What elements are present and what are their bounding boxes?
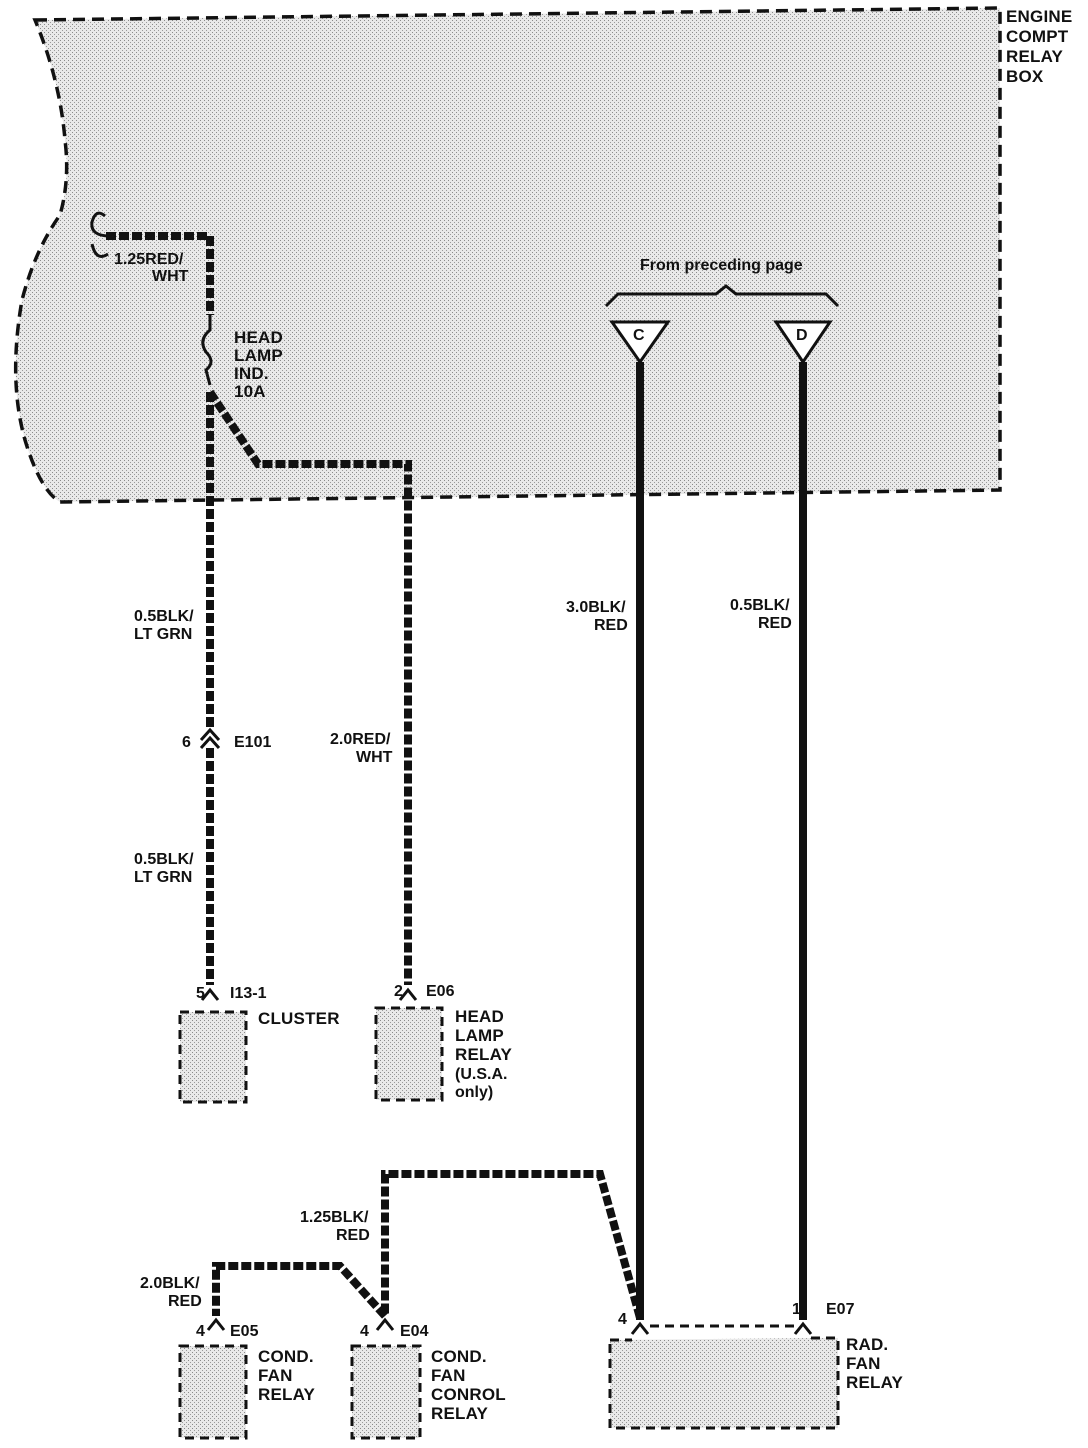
engine-relay-box-outline (13, 6, 1002, 504)
connector-e101-pin: 6 (182, 734, 191, 751)
cond-fan-relay-pin-icon (206, 1317, 226, 1331)
connector-c-label: C (633, 327, 645, 344)
fuse-label-line-1: HEAD (234, 328, 283, 347)
preceding-page-text: From preceding page (640, 257, 803, 274)
cond-fan-control-relay-pin: 4 (360, 1323, 369, 1340)
rad-fan-relay-connector: E07 (826, 1301, 855, 1318)
headlamp-relay-connector: E06 (426, 983, 455, 1000)
cond-fan-control-relay-label-3: CONROL (431, 1385, 506, 1404)
wire-c-label-1: 3.0BLK/ (566, 599, 626, 616)
headlamp-relay-label-3: RELAY (455, 1045, 513, 1064)
cluster-pin-icon (200, 987, 220, 1001)
relay-box-title: ENGINE COMPT RELAY BOX (1006, 7, 1072, 86)
wire-mid-label-2: WHT (356, 749, 393, 766)
wire-fan-control-label-2: RED (336, 1227, 370, 1244)
headlamp-relay-pin: 2 (394, 983, 403, 1000)
rad-fan-relay-pin-right-icon (793, 1321, 813, 1335)
cond-fan-control-relay-label-2: FAN (431, 1366, 466, 1385)
wire-fuse-to-headlamp-relay (206, 389, 412, 985)
wire-left-lower-label-2: LT GRN (134, 869, 192, 886)
rad-fan-relay-label-2: FAN (846, 1354, 881, 1373)
wire-fan-control-relay (381, 1170, 644, 1320)
connector-d-icon (773, 320, 833, 365)
cluster-label: CLUSTER (258, 1009, 340, 1028)
headlamp-relay-pin-icon (398, 987, 418, 1001)
cluster-connector: I13-1 (230, 985, 267, 1002)
headlamp-relay-component: 2 E06 HEAD LAMP RELAY (U.S.A. only) (374, 983, 513, 1102)
headlamp-relay-box (374, 1006, 444, 1102)
cluster-pin: 5 (196, 985, 205, 1002)
cond-fan-control-relay-box (350, 1344, 422, 1440)
connector-e101: 6 E101 (182, 727, 271, 751)
cond-fan-control-relay-connector: E04 (400, 1323, 429, 1340)
wire-left-upper-label-2: LT GRN (134, 626, 192, 643)
hook-connector-icon (90, 211, 111, 258)
cluster-box (178, 1010, 248, 1104)
wire-left-upper-label-1: 0.5BLK/ (134, 608, 194, 625)
cond-fan-relay-label-1: COND. (258, 1347, 314, 1366)
cond-fan-relay-label-2: FAN (258, 1366, 293, 1385)
rad-fan-relay-pin-left-icon (630, 1321, 650, 1335)
fuse-label-line-4: 10A (234, 382, 266, 401)
cond-fan-control-relay-pin-icon (375, 1317, 395, 1331)
headlamp-relay-label-2: LAMP (455, 1026, 504, 1045)
relay-box-title-line-4: BOX (1006, 67, 1044, 86)
headlamp-relay-label-5: only) (455, 1084, 493, 1101)
wire-left-lower-label-1: 0.5BLK/ (134, 851, 194, 868)
fuse-label-line-3: IND. (234, 364, 269, 383)
wire-fan-control-label-1: 1.25BLK/ (300, 1209, 369, 1226)
wire-cond-fan-relay (212, 1262, 388, 1319)
wire-top-left-label-2: WHT (152, 268, 189, 285)
wire-top-left (106, 232, 214, 315)
wire-d-label-2: RED (758, 615, 792, 632)
headlamp-relay-label-4: (U.S.A. (455, 1066, 507, 1083)
wire-c-label-2: RED (594, 617, 628, 634)
fuse-label: HEAD LAMP IND. 10A (234, 328, 283, 401)
cond-fan-control-relay-label-4: RELAY (431, 1404, 489, 1423)
rad-fan-relay-label-1: RAD. (846, 1335, 888, 1354)
cond-fan-relay-label-3: RELAY (258, 1385, 316, 1404)
cond-fan-relay-component: 4 E05 COND. FAN RELAY (178, 1317, 316, 1440)
cluster-component: 5 I13-1 CLUSTER (178, 985, 340, 1104)
wire-top-left-label-1: 1.25RED/ (114, 251, 184, 268)
preceding-brace-icon (604, 284, 840, 308)
wire-cond-fan-label-1: 2.0BLK/ (140, 1275, 200, 1292)
wire-d-label-1: 0.5BLK/ (730, 597, 790, 614)
cond-fan-relay-pin: 4 (196, 1323, 205, 1340)
relay-box-title-line-3: RELAY (1006, 47, 1064, 66)
connector-e101-icon (199, 727, 221, 750)
wire-mid-label-1: 2.0RED/ (330, 731, 391, 748)
rad-fan-relay-label-3: RELAY (846, 1373, 904, 1392)
cond-fan-control-relay-label-1: COND. (431, 1347, 487, 1366)
rad-fan-relay-fill (612, 1342, 836, 1426)
rad-fan-relay-pin-left: 4 (618, 1311, 627, 1328)
relay-box-title-line-2: COMPT (1006, 27, 1069, 46)
connector-d-label: D (796, 327, 808, 344)
preceding-page-reference: From preceding page C D (604, 257, 840, 365)
rad-fan-relay-pin-right: 1 (792, 1301, 801, 1318)
fuse-circuit: 1.25RED/ WHT HEAD LAMP IND. 10A (90, 211, 283, 401)
relay-box-title-line-1: ENGINE (1006, 7, 1072, 26)
connector-e101-id: E101 (234, 734, 271, 751)
cond-fan-relay-box (178, 1344, 248, 1440)
cond-fan-relay-connector: E05 (230, 1323, 259, 1340)
headlamp-relay-label-1: HEAD (455, 1007, 504, 1026)
connector-c-icon (609, 320, 671, 365)
fuse-icon (201, 315, 213, 386)
wire-cond-fan-label-2: RED (168, 1293, 202, 1310)
fuse-label-line-2: LAMP (234, 346, 283, 365)
cond-fan-control-relay-component: 4 E04 COND. FAN CONROL RELAY (350, 1317, 506, 1440)
rad-fan-relay-component: 4 1 E07 RAD. FAN RELAY (608, 1301, 904, 1430)
